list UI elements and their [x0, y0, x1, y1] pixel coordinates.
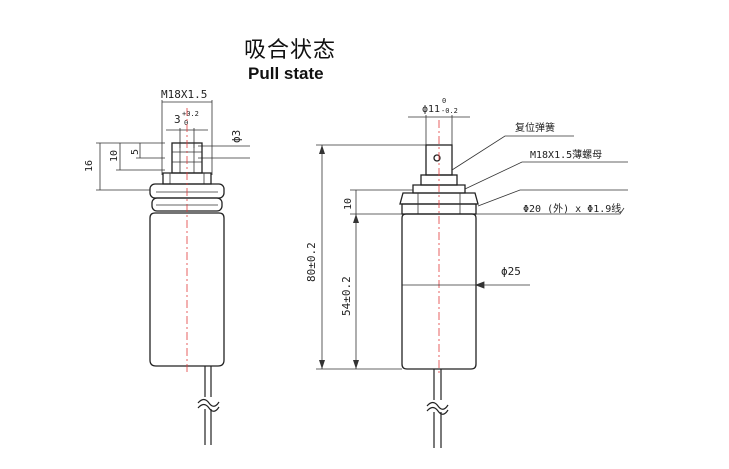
- right-dim-10: 10: [343, 198, 354, 210]
- right-solenoid-view: ϕ11 0 -0.2: [305, 97, 628, 448]
- right-top-tol-lower: -0.2: [441, 107, 458, 115]
- right-wire-spec: Φ20 (外) x Φ1.9线: [523, 202, 621, 215]
- right-body-dia: ϕ25: [501, 265, 521, 278]
- title-english: Pull state: [248, 64, 324, 83]
- left-height-5: 5: [130, 149, 141, 155]
- right-length-total: 80±0.2: [305, 242, 318, 282]
- left-thread-spec: M18X1.5: [161, 88, 207, 101]
- right-top-tol-upper: 0: [442, 97, 446, 105]
- right-thin-nut: M18X1.5薄螺母: [530, 148, 602, 161]
- right-length-body: 54±0.2: [340, 276, 353, 316]
- title-chinese: 吸合状态: [244, 38, 337, 63]
- left-shaft-tol-lower: 0: [184, 119, 188, 127]
- left-hole-dim: ϕ3: [230, 130, 243, 143]
- left-height-16: 16: [84, 160, 95, 172]
- left-shaft-tol-upper: +0.2: [182, 110, 199, 118]
- left-solenoid-view: M18X1.5 3 +0.2 0 ϕ3 16 10 5: [84, 88, 250, 445]
- left-shaft-dim: 3: [174, 113, 181, 126]
- left-height-10: 10: [109, 150, 120, 162]
- right-top-dim: ϕ11: [422, 104, 440, 115]
- right-return-spring: 复位弹簧: [515, 121, 555, 134]
